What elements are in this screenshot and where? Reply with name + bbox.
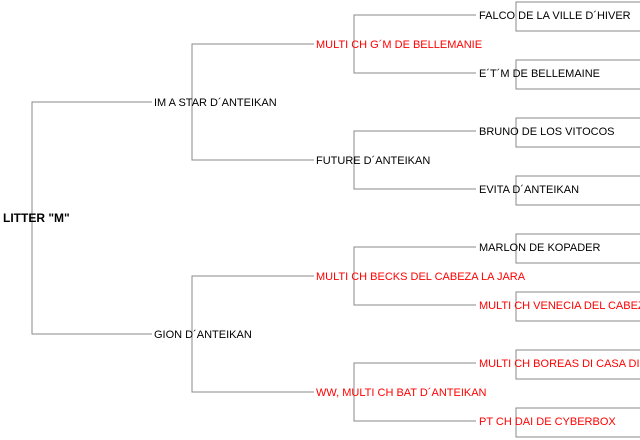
sire-dam-name[interactable]: FUTURE D´ANTEIKAN xyxy=(316,155,430,167)
sire-dam-dam-name[interactable]: EVITA D´ANTEIKAN xyxy=(479,184,579,196)
dam-sire-sire-name[interactable]: MARLON DE KOPADER xyxy=(479,242,600,254)
connector-gen4-7 xyxy=(515,349,640,380)
connector-dam-dam xyxy=(353,362,476,422)
connector-sire-sire xyxy=(353,14,476,74)
connectors xyxy=(31,1,640,438)
connector-gen4-2 xyxy=(515,59,640,90)
dam-sire-name[interactable]: MULTI CH BECKS DEL CABEZA LA JARA xyxy=(316,271,526,283)
connector-dam xyxy=(191,275,314,393)
connector-sire xyxy=(191,43,314,161)
connector-gen4-1 xyxy=(515,1,640,32)
connector-root xyxy=(31,101,152,335)
names: LITTER "M" IM A STAR D´ANTEIKAN GION D´A… xyxy=(3,10,640,428)
connector-dam-sire xyxy=(353,246,476,306)
sire-name[interactable]: IM A STAR D´ANTEIKAN xyxy=(154,97,277,109)
connector-gen4-6 xyxy=(515,291,640,322)
dam-name[interactable]: GION D´ANTEIKAN xyxy=(154,329,252,341)
sire-sire-name[interactable]: MULTI CH G´M DE BELLEMANIE xyxy=(316,39,482,51)
sire-sire-dam-name[interactable]: E´T´M DE BELLEMAINE xyxy=(479,68,600,80)
dam-sire-dam-name[interactable]: MULTI CH VENECIA DEL CABEZA LA JARA xyxy=(479,300,640,312)
subject-name[interactable]: LITTER "M" xyxy=(3,211,70,225)
dam-dam-sire-name[interactable]: MULTI CH BOREAS DI CASA DI OZZO xyxy=(479,358,640,370)
dam-dam-name[interactable]: WW, MULTI CH BAT D´ANTEIKAN xyxy=(316,387,487,399)
connector-gen4-8 xyxy=(515,407,640,438)
connector-sire-dam xyxy=(353,130,476,190)
dam-dam-dam-name[interactable]: PT CH DAI DE CYBERBOX xyxy=(479,416,616,428)
sire-sire-sire-name[interactable]: FALCO DE LA VILLE D´HIVER xyxy=(479,10,631,22)
sire-dam-sire-name[interactable]: BRUNO DE LOS VITOCOS xyxy=(479,126,615,138)
connector-gen4-5 xyxy=(515,233,640,264)
connector-gen4-4 xyxy=(515,175,640,206)
connector-gen4-3 xyxy=(515,117,640,148)
